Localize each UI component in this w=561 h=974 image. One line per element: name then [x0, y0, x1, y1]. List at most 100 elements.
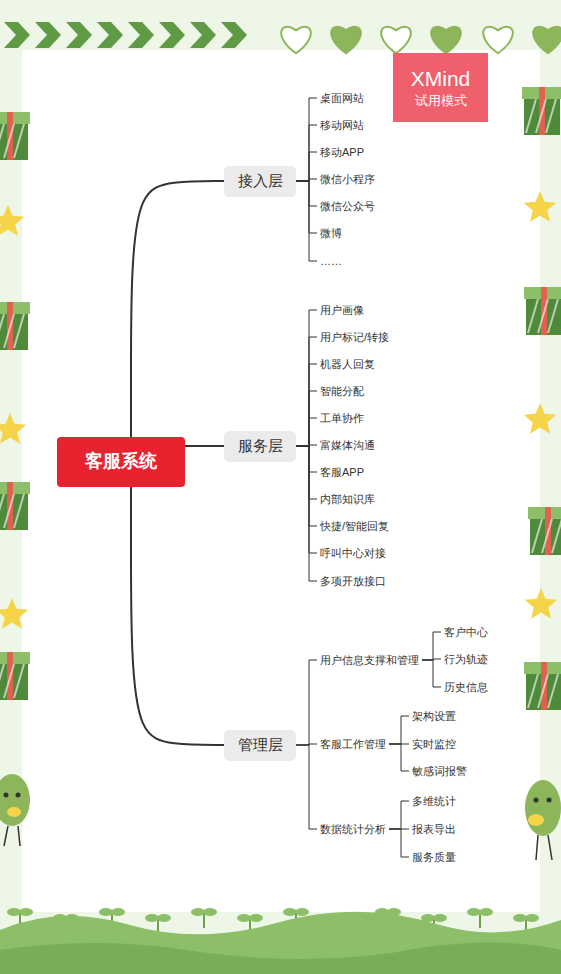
branch-line [296, 391, 317, 446]
topic-text: 客服工作管理 [320, 737, 386, 752]
sub-topic: 报表导出 [409, 820, 459, 839]
root-topic: 客服系统 [57, 437, 185, 487]
branch-line [296, 418, 317, 446]
chevron [66, 22, 92, 48]
topic-text: 敏感词报警 [412, 764, 467, 779]
topic-text: 富媒体沟通 [320, 438, 375, 453]
topic-text: 行为轨迹 [444, 652, 488, 667]
sub-topic: 服务质量 [409, 848, 459, 867]
branch-line [296, 660, 317, 745]
sub-topic: 移动网站 [317, 116, 367, 135]
branch-line [422, 632, 441, 660]
sub-topic: 智能分配 [317, 382, 367, 401]
topic-text: 工单协作 [320, 411, 364, 426]
sprout [467, 908, 493, 928]
topic-text: 历史信息 [444, 680, 488, 695]
watermark-box: XMind试用模式 [393, 53, 488, 122]
sub-topic: 数据统计分析 [317, 820, 389, 839]
sprout [191, 908, 217, 928]
topic-text: 呼叫中心对接 [320, 546, 386, 561]
branch-line [296, 181, 317, 261]
topic-text: 移动网站 [320, 118, 364, 133]
branch-line [296, 310, 317, 446]
sub-topic: 微信公众号 [317, 197, 378, 216]
star [524, 191, 556, 222]
sub-topic: 客户中心 [441, 623, 491, 642]
bean-character [525, 780, 561, 860]
branch-topic: 接入层 [224, 166, 296, 197]
ornaments [0, 22, 561, 934]
gift-box [522, 87, 561, 135]
topic-text: 桌面网站 [320, 91, 364, 106]
topic-text: 管理层 [236, 736, 284, 755]
sub-topic: …… [317, 253, 345, 269]
branch-line [389, 801, 409, 829]
sub-topic: 客服APP [317, 463, 367, 482]
branch-line [131, 181, 224, 437]
chevron [128, 22, 154, 48]
branch-line [296, 98, 317, 181]
branch-line [296, 337, 317, 446]
watermark-text: XMind [393, 53, 488, 91]
branch-line [296, 446, 317, 581]
sub-topic: 历史信息 [441, 678, 491, 697]
chevron [190, 22, 216, 48]
topic-text: 客户中心 [444, 625, 488, 640]
watermark-text: 试用模式 [393, 91, 488, 110]
gift-box [524, 662, 561, 710]
branch-line [389, 744, 409, 771]
chevron [221, 22, 247, 48]
branch-line [296, 181, 317, 233]
star [524, 403, 556, 434]
branch-line [296, 125, 317, 181]
gift-box [528, 507, 561, 555]
sub-topic: 桌面网站 [317, 89, 367, 108]
bean-character [0, 774, 30, 846]
heart [331, 27, 361, 53]
sub-topic: 行为轨迹 [441, 650, 491, 669]
chevron [159, 22, 185, 48]
heart [533, 27, 561, 53]
branch-line [422, 660, 441, 687]
branch-topic: 服务层 [224, 431, 296, 462]
sub-topic: 敏感词报警 [409, 762, 470, 781]
topic-text: 多项开放接口 [320, 574, 386, 589]
sub-topic: 内部知识库 [317, 490, 378, 509]
sub-topic: 机器人回复 [317, 355, 378, 374]
sub-topic: 客服工作管理 [317, 735, 389, 754]
branch-line [296, 181, 317, 206]
topic-text: 智能分配 [320, 384, 364, 399]
sub-topic: 呼叫中心对接 [317, 544, 389, 563]
topic-text: 机器人回复 [320, 357, 375, 372]
sub-topic: 架构设置 [409, 707, 459, 726]
branch-line [296, 446, 317, 526]
topic-text: 客服系统 [79, 449, 163, 473]
white-card [22, 50, 540, 912]
branch-line [296, 364, 317, 446]
sub-topic: 快捷/智能回复 [317, 517, 392, 536]
star [525, 588, 557, 619]
star [0, 205, 24, 236]
topic-text: 服务质量 [412, 850, 456, 865]
topic-text: …… [320, 255, 342, 267]
topic-text: 实时监控 [412, 737, 456, 752]
sub-topic: 富媒体沟通 [317, 436, 378, 455]
sub-topic: 用户信息支撑和管理 [317, 651, 422, 670]
gift-box [0, 302, 30, 350]
gift-box [0, 112, 30, 160]
topic-text: 服务层 [236, 437, 284, 456]
sub-topic: 用户标记/转接 [317, 328, 392, 347]
branch-topic: 管理层 [224, 730, 296, 761]
topic-text: 微信小程序 [320, 172, 375, 187]
heart [381, 27, 411, 53]
topic-text: 用户画像 [320, 303, 364, 318]
grass-hill [0, 912, 561, 974]
branch-line [185, 445, 224, 447]
topic-text: 多维统计 [412, 794, 456, 809]
topic-text: 微信公众号 [320, 199, 375, 214]
star [0, 413, 26, 444]
heart [431, 27, 461, 53]
